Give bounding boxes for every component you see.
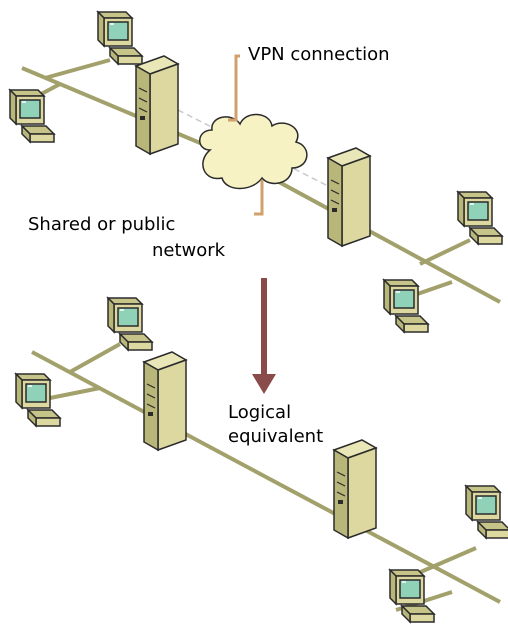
server-icon bbox=[333, 439, 377, 539]
vpn-tunnel-line bbox=[177, 109, 333, 189]
workstation-icon bbox=[97, 11, 143, 65]
server-icon bbox=[327, 147, 371, 247]
workstation-icon bbox=[389, 569, 435, 623]
server-icon bbox=[143, 351, 187, 451]
vpn-callout-line bbox=[228, 54, 240, 122]
server-icon bbox=[135, 55, 179, 155]
workstation-icon bbox=[15, 373, 61, 427]
workstation-icon bbox=[383, 279, 429, 333]
workstation-icon bbox=[107, 297, 153, 351]
workstation-icon bbox=[465, 485, 508, 539]
cloud-icon bbox=[199, 113, 308, 190]
logical-equivalent-label-line2: equivalent bbox=[228, 426, 324, 447]
logical-equivalent-label-line1: Logical bbox=[228, 402, 292, 423]
shared-network-label-line2: network bbox=[152, 240, 226, 261]
network-callout-line bbox=[254, 180, 264, 216]
arrow-down-icon bbox=[252, 278, 276, 394]
shared-network-label-line1: Shared or public bbox=[28, 214, 176, 235]
vpn-connection-label: VPN connection bbox=[248, 44, 390, 65]
workstation-icon bbox=[457, 191, 503, 245]
workstation-icon bbox=[9, 89, 55, 143]
